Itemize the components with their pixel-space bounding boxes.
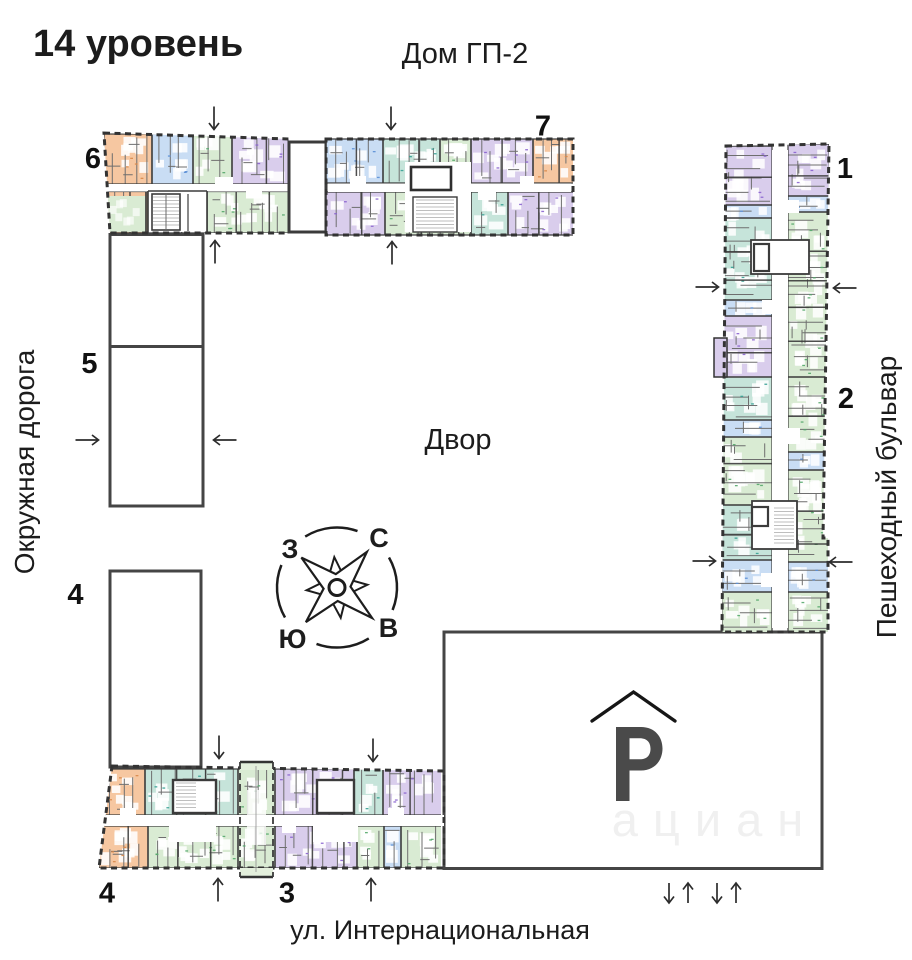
svg-text:Окружная дорога: Окружная дорога (9, 349, 40, 574)
svg-text:Дом ГП-2: Дом ГП-2 (402, 38, 528, 70)
svg-text:2: 2 (838, 383, 854, 415)
svg-text:Пешеходный бульвар: Пешеходный бульвар (871, 356, 902, 639)
svg-text:Двор: Двор (425, 424, 492, 456)
svg-text:1: 1 (837, 153, 853, 185)
svg-text:5: 5 (81, 348, 97, 380)
svg-text:3: 3 (279, 878, 295, 910)
svg-text:З: З (282, 534, 299, 564)
svg-text:4: 4 (67, 579, 83, 611)
svg-text:ул. Интернациональная: ул. Интернациональная (290, 915, 590, 945)
svg-text:В: В (379, 613, 399, 643)
svg-text:7: 7 (535, 111, 551, 143)
svg-text:ациан: ациан (612, 793, 818, 846)
svg-text:6: 6 (85, 143, 101, 175)
svg-text:С: С (369, 523, 389, 553)
svg-text:14 уровень: 14 уровень (33, 23, 243, 65)
svg-text:4: 4 (99, 878, 115, 910)
svg-text:Ю: Ю (279, 624, 307, 654)
